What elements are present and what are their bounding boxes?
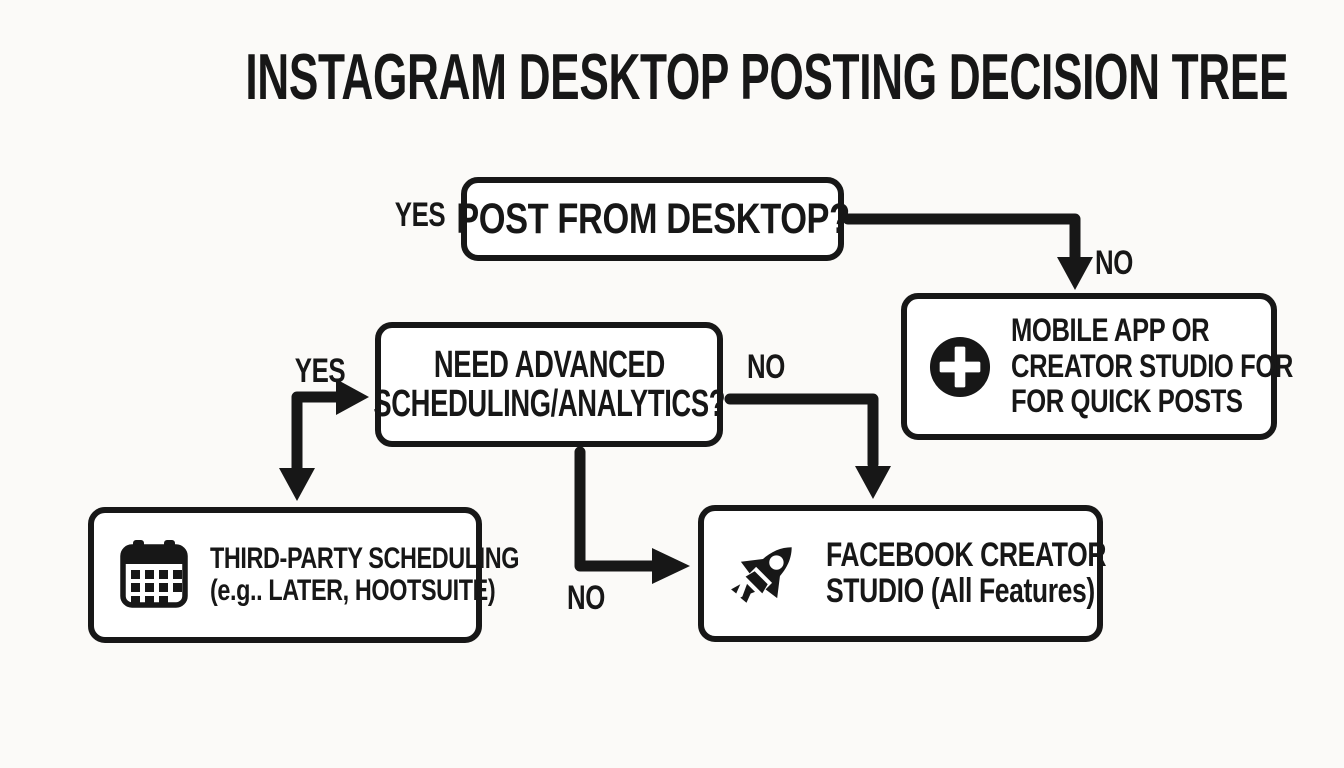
edge-label-advanced-no-right: NO xyxy=(747,348,785,386)
node-third-party-line: THIRD-PARTY SCHEDULING xyxy=(210,541,520,575)
arrow-advanced-no-down-shaft xyxy=(574,446,658,572)
arrow-root-no-head xyxy=(1057,257,1093,290)
edge-label-advanced-yes: YES xyxy=(294,352,346,390)
node-third-party-line: (e.g.. LATER, HOOTSUITE) xyxy=(210,574,496,607)
plus-circle-icon xyxy=(929,336,991,398)
arrow-advanced-yes-shaft xyxy=(291,391,342,474)
node-post-from-desktop: POST FROM DESKTOP? xyxy=(456,177,850,261)
arrow-advanced-no-right-head xyxy=(855,466,891,499)
node-need-advanced-line: SCHEDULING/ANALYTICS? xyxy=(373,382,725,425)
edge-label-root-no: NO xyxy=(1095,244,1133,282)
edge-label-root-yes: YES xyxy=(394,196,446,234)
arrow-root-no-shaft xyxy=(842,213,1081,264)
node-mobile-app-line: MOBILE APP OR xyxy=(1011,311,1210,348)
edge-label-advanced-no-down: NO xyxy=(567,579,605,617)
arrow-advanced-yes-head-right xyxy=(336,379,369,415)
arrow-advanced-no-right-shaft xyxy=(724,393,879,470)
arrow-advanced-yes-head-down xyxy=(279,468,315,501)
node-post-from-desktop-label: POST FROM DESKTOP? xyxy=(455,194,850,243)
arrow-advanced-no-down-head xyxy=(652,548,690,584)
node-creator-studio: FACEBOOK CREATOR STUDIO (All Features) xyxy=(698,505,1107,642)
node-mobile-app-line: FOR QUICK POSTS xyxy=(1011,383,1243,420)
node-mobile-app: MOBILE APP OR CREATOR STUDIO FOR FOR QUI… xyxy=(901,293,1293,440)
node-creator-studio-line: FACEBOOK CREATOR xyxy=(826,535,1107,574)
rocket-icon xyxy=(728,535,806,613)
node-third-party: THIRD-PARTY SCHEDULING (e.g.. LATER, HOO… xyxy=(88,507,519,643)
calendar-icon xyxy=(118,540,190,610)
node-need-advanced-line: NEED ADVANCED xyxy=(433,343,665,386)
node-mobile-app-line: CREATOR STUDIO FOR xyxy=(1011,347,1293,384)
page-title: INSTAGRAM DESKTOP POSTING DECISION TREE xyxy=(245,40,1289,113)
node-need-advanced: NEED ADVANCED SCHEDULING/ANALYTICS? xyxy=(373,322,725,447)
node-creator-studio-line: STUDIO (All Features) xyxy=(826,571,1095,610)
